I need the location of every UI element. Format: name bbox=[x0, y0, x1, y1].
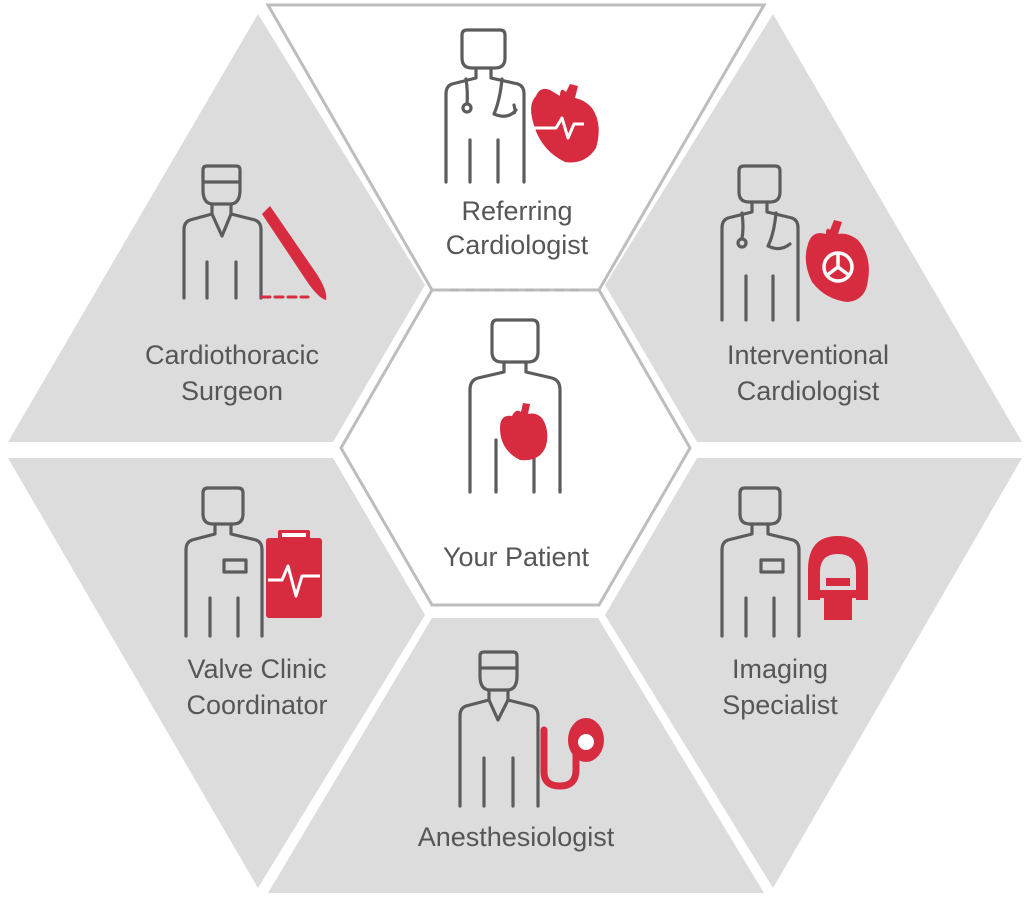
mri-scanner-icon bbox=[808, 536, 868, 620]
clipboard-ecg-icon bbox=[266, 530, 322, 618]
segment-upper-right bbox=[605, 14, 1022, 442]
label-bottom: Anesthesiologist bbox=[418, 822, 615, 852]
heart-valve-icon bbox=[805, 220, 869, 302]
label-lower-right-line2: Specialist bbox=[722, 690, 838, 720]
segment-upper-left bbox=[8, 14, 425, 442]
label-upper-right-line1: Interventional bbox=[727, 340, 889, 370]
label-upper-left-line1: Cardiothoracic bbox=[145, 340, 319, 370]
anesthesia-mask-icon bbox=[540, 718, 604, 790]
valve-clinic-coordinator-icon bbox=[184, 486, 264, 638]
cardiothoracic-surgeon-icon bbox=[182, 164, 263, 300]
label-top-line2: Cardiologist bbox=[446, 230, 589, 260]
label-lower-left-line1: Valve Clinic bbox=[187, 654, 326, 684]
label-lower-left-line2: Coordinator bbox=[186, 690, 327, 720]
scalpel-icon bbox=[260, 206, 327, 300]
patient-icon bbox=[468, 318, 562, 494]
label-center: Your Patient bbox=[443, 542, 590, 572]
label-upper-left-line2: Surgeon bbox=[181, 376, 283, 406]
label-top-line1: Referring bbox=[461, 196, 572, 226]
imaging-specialist-icon bbox=[720, 486, 801, 638]
segment-lower-right bbox=[605, 458, 1022, 888]
heart-monitor-icon bbox=[531, 84, 599, 163]
referring-cardiologist-icon bbox=[444, 28, 526, 184]
label-upper-right-line2: Cardiologist bbox=[737, 376, 880, 406]
segment-bottom bbox=[268, 618, 764, 893]
patient-heart-icon bbox=[500, 403, 548, 461]
label-lower-right-line1: Imaging bbox=[732, 654, 828, 684]
anesthesiologist-icon bbox=[458, 650, 540, 808]
interventional-cardiologist-icon bbox=[720, 164, 800, 322]
